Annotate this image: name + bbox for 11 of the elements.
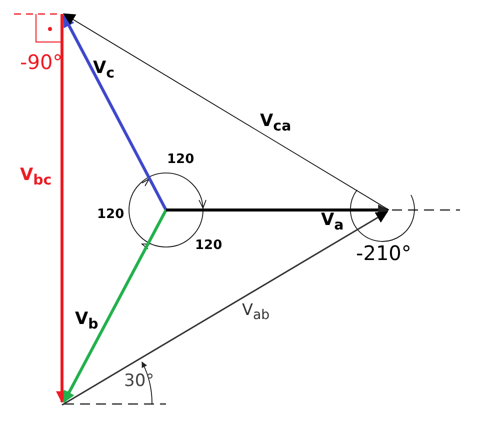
vector-label: V$_{bc}$ xyxy=(20,167,52,188)
vector-label: V$_{ab}$ xyxy=(242,302,270,323)
vector-label: V$_{b}$ xyxy=(75,311,98,332)
angle-label: 120 xyxy=(195,239,222,252)
angle-label: 120 xyxy=(167,153,194,166)
vector-label: V$_{ca}$ xyxy=(260,113,292,134)
angle-label: -210° xyxy=(356,243,412,263)
vector-label: V$_{c}$ xyxy=(93,60,115,81)
vector-label: V$_{a}$ xyxy=(321,212,344,233)
angle-label: 120 xyxy=(97,208,124,221)
angle-label: -90° xyxy=(20,52,63,72)
